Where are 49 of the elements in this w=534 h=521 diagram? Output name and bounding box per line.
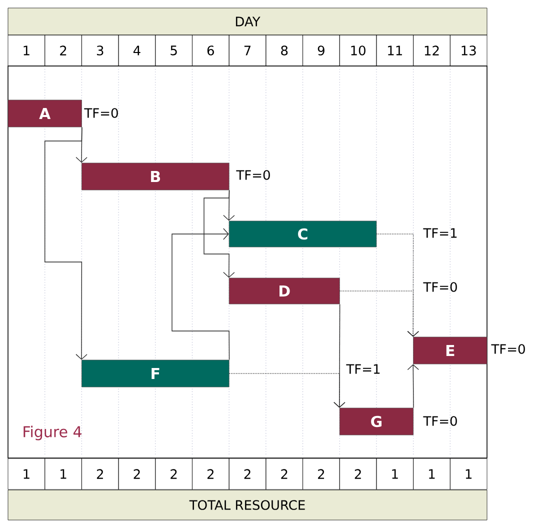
resource-cell: 2 (118, 458, 156, 490)
resource-cell: 1 (44, 458, 82, 490)
task-bar: F (82, 360, 230, 388)
resource-cell: 1 (450, 458, 488, 490)
day-cell: 7 (228, 34, 266, 66)
figure-label: Figure 4 (24, 426, 82, 440)
resource-cell: 2 (266, 458, 303, 490)
day-cell: 11 (376, 34, 414, 66)
arrow (172, 228, 230, 360)
day-cell: 2 (44, 34, 82, 66)
day-cell: 10 (339, 34, 377, 66)
resource-cell: 1 (376, 458, 414, 490)
day-cell: 4 (118, 34, 156, 66)
float-label: TF=1 (346, 364, 380, 374)
task-bar: G (339, 408, 414, 436)
float-label: TF=0 (491, 344, 525, 354)
header-band: DAY (8, 8, 488, 36)
resource-cell: 2 (155, 458, 192, 490)
float-label: TF=0 (84, 108, 118, 118)
resource-cell: 1 (8, 458, 46, 490)
day-cell: 6 (192, 34, 230, 66)
day-cell: 9 (302, 34, 340, 66)
resource-cell: 2 (302, 458, 340, 490)
float-label: TF=0 (423, 416, 457, 426)
resource-cell: 2 (228, 458, 266, 490)
resource-cell: 1 (413, 458, 450, 490)
arrow (228, 373, 346, 408)
task-bar: E (413, 336, 488, 364)
day-cell: 3 (82, 34, 119, 66)
arrow (339, 290, 419, 337)
task-bar: D (228, 278, 340, 304)
day-cell: 1 (8, 34, 46, 66)
task-bar: A (8, 100, 82, 128)
day-cell: 5 (155, 34, 192, 66)
float-label: TF=0 (236, 170, 270, 180)
resource-cell: 2 (192, 458, 230, 490)
arrow (44, 126, 88, 360)
task-bar: C (228, 220, 377, 248)
day-cell: 13 (450, 34, 488, 66)
resource-cell: 2 (339, 458, 377, 490)
arrow (407, 364, 420, 408)
arrow (204, 190, 235, 278)
day-cell: 8 (266, 34, 303, 66)
footer-band: TOTAL RESOURCE (8, 490, 488, 520)
task-bar: B (82, 162, 230, 190)
day-cell: 12 (413, 34, 450, 66)
resource-cell: 2 (82, 458, 119, 490)
float-label: TF=1 (423, 228, 457, 238)
float-label: TF=0 (423, 282, 457, 292)
